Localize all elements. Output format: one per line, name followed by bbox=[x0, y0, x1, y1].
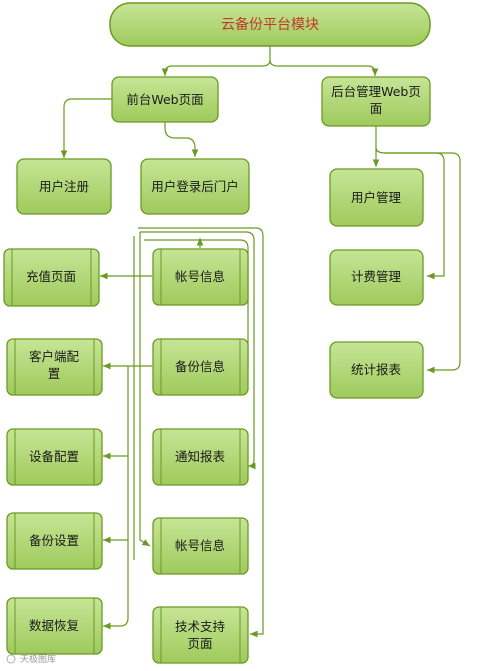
client-config-node: 客户端配 置 bbox=[6, 338, 103, 396]
account-info-1-label: 帐号信息 bbox=[175, 269, 225, 284]
connector-front-register bbox=[60, 98, 112, 158]
stats-report-node: 统计报表 bbox=[329, 341, 424, 399]
user-mgmt-node: 用户管理 bbox=[329, 168, 424, 227]
stats-report-label: 统计报表 bbox=[351, 362, 402, 377]
connector-root-front bbox=[161, 46, 271, 76]
admin-web-label-line1: 后台管理Web页 bbox=[331, 84, 421, 99]
admin-web-label-line2: 面 bbox=[370, 101, 383, 116]
notify-report-node: 通知报表 bbox=[152, 428, 249, 486]
connector-portal-loop-c bbox=[138, 227, 264, 638]
root-label: 云备份平台模块 bbox=[221, 16, 319, 33]
data-recovery-label: 数据恢复 bbox=[29, 618, 80, 633]
watermark: 天极图库 bbox=[6, 653, 56, 665]
device-config-label: 设备配置 bbox=[29, 449, 79, 464]
connector-portal-loop-a bbox=[140, 231, 256, 470]
portal-node: 用户登录后门户 bbox=[140, 158, 250, 215]
data-recovery-node: 数据恢复 bbox=[6, 597, 103, 655]
front-web-node: 前台Web页面 bbox=[111, 76, 219, 123]
watermark-text: 天极图库 bbox=[20, 653, 56, 665]
register-label: 用户注册 bbox=[39, 179, 89, 194]
front-web-label: 前台Web页面 bbox=[126, 92, 203, 107]
portal-label: 用户登录后门户 bbox=[151, 179, 239, 194]
account-info-2-node: 帐号信息 bbox=[152, 517, 249, 575]
account-info-1-node: 帐号信息 bbox=[152, 248, 249, 306]
register-node: 用户注册 bbox=[16, 158, 112, 215]
connector-backup-trunk bbox=[103, 366, 129, 630]
billing-mgmt-label: 计费管理 bbox=[351, 269, 402, 284]
client-config-label-line2: 置 bbox=[48, 366, 61, 381]
backup-info-label: 备份信息 bbox=[175, 359, 225, 374]
connector-admin-stats bbox=[375, 147, 461, 374]
account-info-2-label: 帐号信息 bbox=[175, 538, 225, 553]
connector-portal-left-trunk bbox=[139, 232, 151, 547]
connectors bbox=[60, 46, 461, 638]
connector-root-admin bbox=[269, 59, 379, 76]
backup-settings-label: 备份设置 bbox=[29, 533, 79, 548]
recharge-node: 充值页面 bbox=[3, 248, 100, 307]
tech-support-node: 技术支持 页面 bbox=[152, 606, 249, 664]
recharge-label: 充值页面 bbox=[26, 269, 76, 284]
root-node: 云备份平台模块 bbox=[109, 2, 431, 47]
user-mgmt-label: 用户管理 bbox=[351, 190, 402, 205]
admin-web-node: 后台管理Web页 面 bbox=[321, 76, 431, 127]
billing-mgmt-node: 计费管理 bbox=[329, 249, 424, 306]
client-config-label-line1: 客户端配 bbox=[29, 349, 80, 364]
device-config-node: 设备配置 bbox=[6, 428, 103, 486]
backup-settings-node: 备份设置 bbox=[6, 512, 103, 570]
tech-support-label-line2: 页面 bbox=[187, 636, 212, 651]
connector-portal-loop-b bbox=[144, 239, 249, 368]
connector-front-portal bbox=[164, 122, 199, 157]
tech-support-label-line1: 技术支持 bbox=[175, 619, 225, 634]
backup-info-node: 备份信息 bbox=[152, 338, 249, 396]
notify-report-label: 通知报表 bbox=[175, 449, 226, 464]
